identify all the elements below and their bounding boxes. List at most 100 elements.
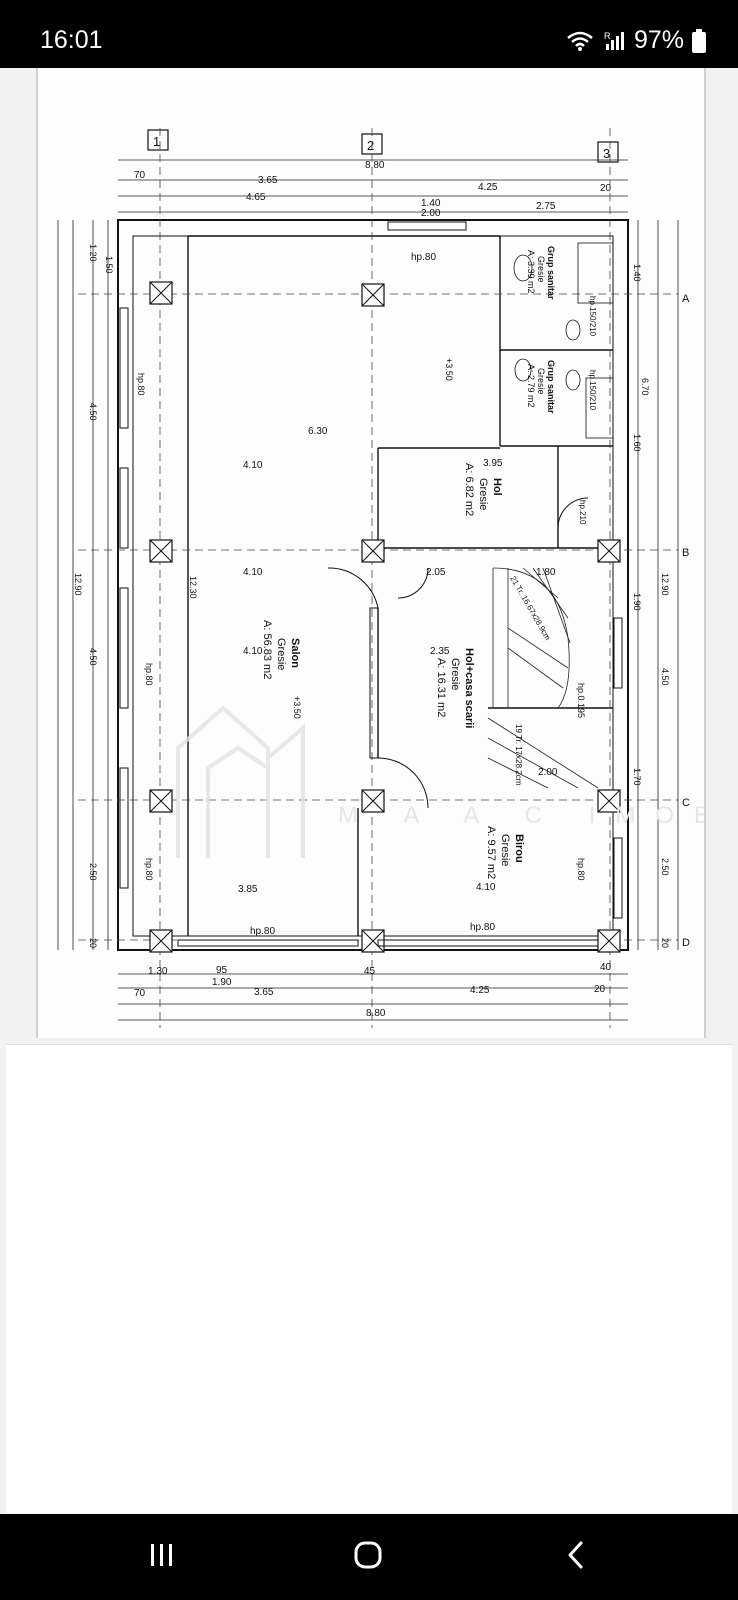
axis-letter-b: B [682, 547, 689, 559]
label-hp80-left-bot: hp.80 [144, 858, 154, 881]
axis-letter-c: C [682, 797, 690, 809]
back-icon [565, 1540, 587, 1575]
room-hol-area: A: 6.82 m2 [463, 463, 475, 516]
room-wc1-area: A: 3.39 m2 [526, 250, 536, 294]
label-3-85: 3.85 [238, 884, 258, 895]
room-wc1-floor: Gresie [536, 256, 546, 283]
label-hp80-left-mid: hp.80 [144, 663, 154, 686]
axis-label-2: 2 [367, 138, 374, 153]
label-stairs-up: 21 Tr. 16.67x28.9cm [508, 575, 552, 643]
bottom-left-offset: 70 [134, 988, 146, 999]
top-seg-b: 4.25 [478, 182, 498, 193]
back-button[interactable] [546, 1534, 606, 1580]
label-hp80-top: hp.80 [411, 252, 436, 263]
label-2-35: 2.35 [430, 646, 450, 657]
watermark-text: M A A C IMOBILIARE [338, 802, 704, 829]
room-salon-floor: Gresie [275, 638, 287, 670]
axis-letter-a: A [682, 293, 690, 305]
bottom-win-95: 95 [216, 965, 228, 976]
recents-button[interactable] [132, 1534, 192, 1580]
label-4-10-b: 4.10 [243, 567, 263, 578]
right-c-dim: 1.60 [632, 434, 642, 452]
left-bottom-off: 20 [88, 938, 98, 948]
stairs [487, 567, 599, 789]
label-hp80-left-top: hp.80 [136, 373, 146, 396]
left-lower-dim: 4.50 [88, 648, 98, 666]
label-1-80: 1.80 [536, 567, 556, 578]
label-6-30: 6.30 [308, 426, 328, 437]
room-salon-area: A: 56.83 m2 [261, 620, 273, 679]
bottom-gap-dim: 45 [364, 966, 376, 977]
bottom-seg-b: 4.25 [470, 985, 490, 996]
top-row2-c: 2.00 [421, 208, 441, 219]
room-holscara-area: A: 16.31 m2 [435, 658, 447, 717]
label-2-05: 2.05 [426, 567, 446, 578]
left-windows [119, 221, 623, 947]
room-birou-area: A: 9.57 m2 [485, 826, 497, 879]
label-12-30: 12.30 [188, 576, 198, 599]
home-icon [353, 1540, 383, 1575]
bottom-total-dim: 8.80 [366, 1008, 386, 1019]
axis-label-1: 1 [153, 134, 160, 149]
label-stairs-down: 19 Tr. 17x28.2cm [514, 724, 523, 786]
room-holscara-name: Hol+casa scarii [463, 648, 475, 728]
status-icons: R 97% [566, 26, 706, 55]
floor-plan-image[interactable]: 1 2 3 8.80 70 3.65 4.25 20 4.65 1.40 2.0… [36, 68, 706, 1038]
top-row2-d: 2.75 [536, 201, 556, 212]
top-row2-b: 1.40 [421, 198, 441, 209]
axis-label-3: 3 [603, 146, 610, 161]
left-upper-dim: 4.50 [88, 403, 98, 421]
top-row2-a: 4.65 [246, 192, 266, 203]
top-left-offset: 70 [134, 170, 146, 181]
recents-icon [147, 1542, 177, 1573]
label-hp150-a: hp.150/210 [588, 296, 597, 337]
room-wc2-name: Grup sanitar [546, 360, 556, 414]
label-hp0195: hp.0.195 [576, 683, 586, 718]
left-total-dim: 12.90 [73, 573, 83, 596]
label-hp150-b: hp.150/210 [588, 370, 597, 411]
left-top2-dim: 1.50 [104, 256, 114, 274]
right-g-dim: 1.70 [632, 768, 642, 786]
signal-icon: R [602, 30, 626, 52]
axis-letter-d: D [682, 937, 690, 949]
room-wc2-area: A: 2.79 m2 [526, 364, 536, 408]
right-mid-dim: 4.50 [660, 668, 670, 686]
label-2-00: 2.00 [538, 767, 558, 778]
bottom-end-dim: 40 [600, 962, 612, 973]
room-wc1-name: Grup sanitar [546, 246, 556, 300]
right-j-dim: 20 [660, 938, 670, 948]
right-lower-dim: 2.50 [660, 858, 670, 876]
right-top-dim: 1.40 [632, 264, 642, 282]
bottom-win-190: 1.90 [212, 977, 232, 988]
label-hp80-bot-left: hp.80 [250, 926, 275, 937]
navigation-bar [0, 1514, 738, 1600]
room-holscara-floor: Gresie [449, 658, 461, 690]
room-hol-floor: Gresie [477, 478, 489, 510]
room-birou-name: Birou [513, 834, 525, 863]
watermark-logo [176, 705, 305, 858]
home-button[interactable] [338, 1534, 398, 1580]
room-labels: Salon Gresie A: 56.83 m2 Hol Gresie A: 6… [73, 244, 670, 948]
status-bar: 16:01 R 97% [0, 0, 738, 68]
floor-plan-drawing: 1 2 3 8.80 70 3.65 4.25 20 4.65 1.40 2.0… [57, 128, 704, 1028]
bottom-seg-a: 3.65 [254, 987, 274, 998]
left-bottom-dim: 2.50 [88, 863, 98, 881]
label-hp80-right: hp.80 [576, 858, 586, 881]
label-3-95: 3.95 [483, 458, 503, 469]
bottom-start-dim: 1.30 [148, 966, 168, 977]
battery-icon [692, 28, 706, 53]
top-seg-a: 3.65 [258, 175, 278, 186]
top-total-dim: 8.80 [365, 160, 385, 171]
room-salon-name: Salon [289, 638, 301, 668]
label-hp80-bot-right: hp.80 [470, 922, 495, 933]
label-4-10-d: 4.10 [476, 882, 496, 893]
top-right-offset: 20 [600, 183, 612, 194]
sanitary-fixtures [513, 242, 614, 439]
room-wc2-floor: Gresie [536, 368, 546, 395]
label-level-top: +3.50 [444, 358, 454, 381]
right-e-dim: 1.90 [632, 593, 642, 611]
axis-markers [147, 129, 619, 163]
label-level-mid: +3.50 [292, 696, 302, 719]
label-4-10-c: 4.10 [243, 646, 263, 657]
wifi-icon [566, 30, 594, 52]
